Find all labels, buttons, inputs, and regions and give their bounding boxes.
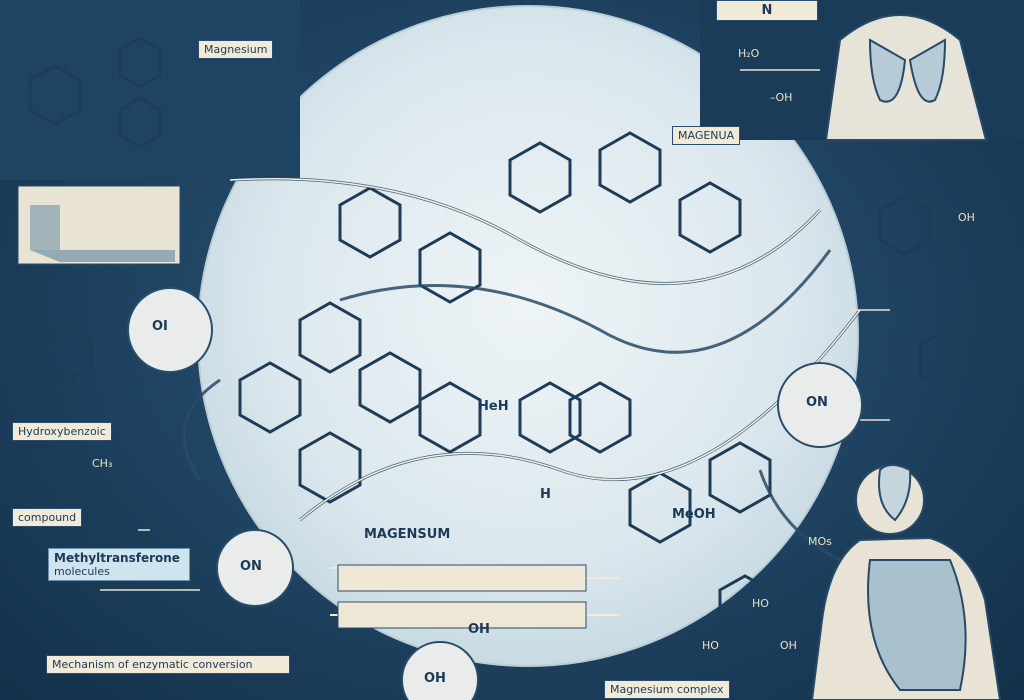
bottom-center-circle-bubble bbox=[401, 641, 479, 700]
right-mos-label: MOs bbox=[808, 535, 832, 548]
left-caption-1-text: Hydroxybenzoic bbox=[18, 425, 106, 438]
center-box: MAGENUA bbox=[672, 126, 741, 145]
torso-figure bbox=[824, 14, 988, 141]
bottom-oh-box-label: OH bbox=[468, 622, 490, 637]
left-caption-1-box: Hydroxybenzoic bbox=[12, 422, 112, 441]
left-panel-top bbox=[0, 0, 300, 180]
left-caption-2-box: compound bbox=[12, 508, 83, 527]
top-right-oh: –OH bbox=[770, 91, 793, 104]
right-circle-bubble bbox=[777, 362, 863, 448]
left-caption-2-text: compound bbox=[18, 511, 77, 524]
highlight-line-1: Methyltransferone bbox=[54, 551, 180, 565]
center-box-text: MAGENUA bbox=[678, 129, 735, 142]
bottom-right-text: Magnesium complex bbox=[610, 683, 724, 696]
bottom-right-box: Magnesium complex bbox=[604, 680, 730, 699]
bottom-circle-left-label: ON bbox=[240, 559, 262, 574]
left-box-1: Magnesium bbox=[198, 40, 274, 59]
left-ch-label: CH₃ bbox=[92, 457, 113, 470]
right-meoh-label: MeOH bbox=[672, 507, 716, 522]
left-circle-label: OI bbox=[152, 319, 168, 334]
top-right-n-box: N bbox=[716, 0, 818, 21]
bottom-left-box: Mechanism of enzymatic conversion bbox=[46, 655, 290, 674]
top-right-n-text: N bbox=[761, 3, 773, 18]
highlight-line-2: molecules bbox=[54, 565, 110, 578]
body-figure bbox=[810, 464, 1002, 700]
right-ho-label: HO bbox=[752, 597, 769, 610]
top-right-formula: H₂O bbox=[738, 47, 760, 60]
highlight-box: Methyltransferone molecules bbox=[48, 548, 190, 581]
right-circle-label: ON bbox=[806, 395, 828, 410]
bottom-circle-right-label: OH bbox=[424, 671, 446, 686]
bottom-left-circle-bubble bbox=[216, 529, 294, 607]
bottom-left-text: Mechanism of enzymatic conversion bbox=[52, 658, 253, 671]
center-bottom-label: MAGENSUM bbox=[364, 527, 451, 542]
bottom-oh-label: OH bbox=[780, 639, 797, 652]
left-circle-bubble bbox=[127, 287, 213, 373]
right-oh-label: OH bbox=[958, 211, 975, 224]
center-heh-label: HeH bbox=[478, 399, 509, 414]
left-box-1-text: Magnesium bbox=[204, 43, 268, 56]
center-h-label: H bbox=[540, 487, 551, 502]
bottom-ho-label: HO bbox=[702, 639, 719, 652]
